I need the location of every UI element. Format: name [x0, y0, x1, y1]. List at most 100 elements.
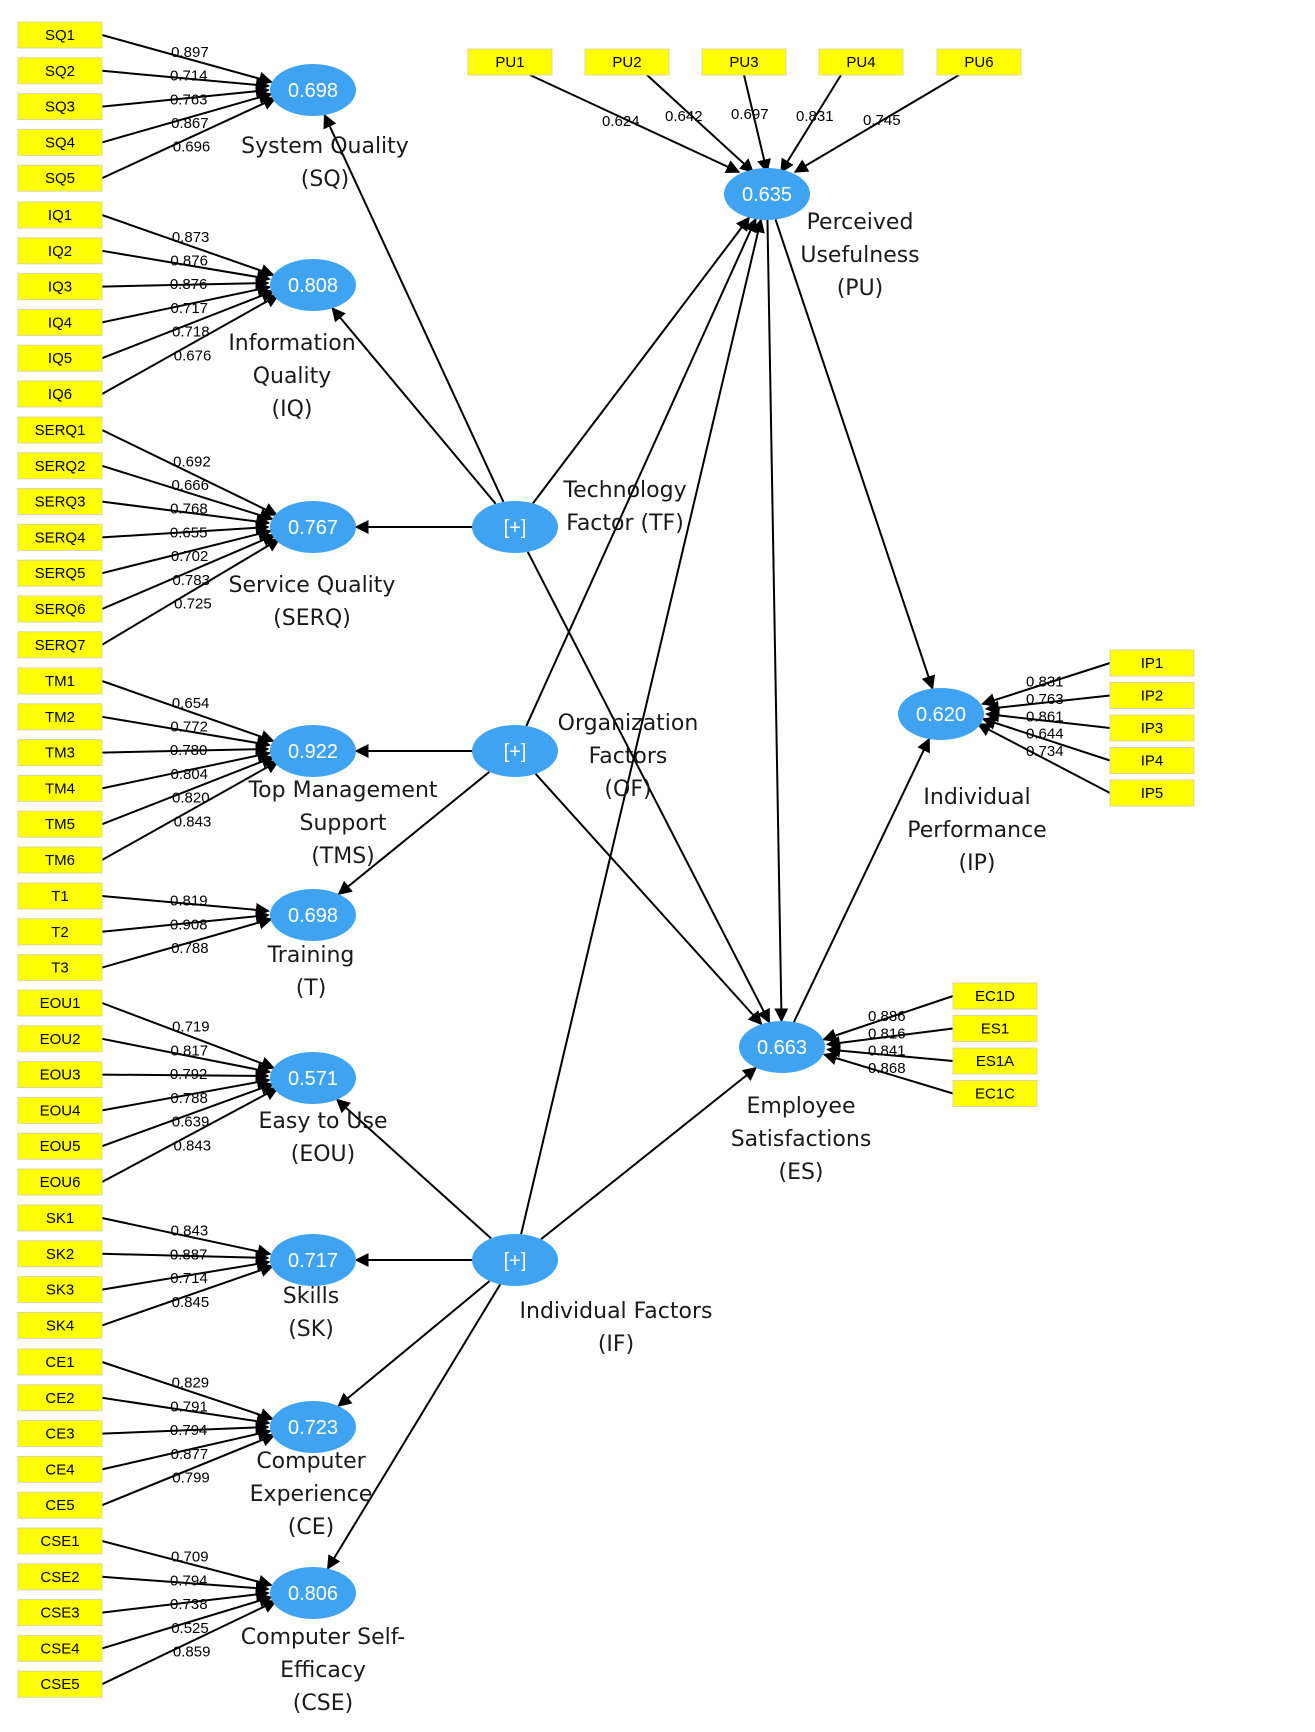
loading-value: 0.868	[868, 1060, 906, 1077]
loading-arrow-sq3	[101, 84, 270, 108]
indicator-label: EOU3	[40, 1067, 81, 1084]
loading-arrow-tm1	[101, 680, 275, 744]
latent-label-line: Perceived	[807, 210, 914, 235]
loading-arrow-serq1	[101, 429, 279, 516]
loading-value: 0.859	[173, 1644, 211, 1661]
indicator-label: T3	[51, 960, 69, 977]
latent-value: [+]	[504, 1250, 527, 1272]
loading-arrow-eou1	[101, 1002, 276, 1071]
loading-arrow-iq3	[101, 276, 270, 291]
loading-value: 0.719	[172, 1019, 210, 1036]
indicator-label: IQ5	[48, 350, 72, 367]
indicator-label: SK3	[46, 1282, 74, 1299]
indicator-eou5: EOU5	[17, 1132, 103, 1160]
indicator-sk1: SK1	[17, 1204, 103, 1232]
latent-node	[739, 1021, 825, 1073]
loading-value: 0.791	[170, 1398, 208, 1415]
loading-arrow-eou6	[101, 1087, 279, 1183]
latent-value: 0.717	[288, 1250, 338, 1272]
latent-label-line: Efficacy	[280, 1658, 366, 1683]
latent-value: [+]	[504, 741, 527, 763]
indicator-t2: T2	[17, 918, 103, 946]
loading-value: 0.655	[170, 524, 208, 541]
loading-arrow-sk1	[101, 1217, 272, 1259]
loading-arrow-iq5	[101, 289, 276, 360]
loading-arrow-cse4	[101, 1593, 273, 1650]
indicator-label: TM2	[45, 709, 75, 726]
indicator-t1: T1	[17, 882, 103, 910]
indicator-tm6: TM6	[17, 846, 103, 874]
indicator-sq5: SQ5	[17, 164, 103, 192]
loading-arrow-ec1c	[822, 1051, 954, 1095]
indicator-label: CE5	[45, 1497, 74, 1514]
loading-value: 0.845	[172, 1294, 210, 1311]
loading-value: 0.877	[171, 1446, 209, 1463]
indicator-eou3: EOU3	[17, 1061, 103, 1089]
indicator-tm3: TM3	[17, 739, 103, 767]
loading-value: 0.908	[170, 916, 208, 933]
latent-value: [+]	[504, 517, 527, 539]
indicator-label: ES1A	[976, 1053, 1014, 1070]
indicator-iq6: IQ6	[17, 380, 103, 408]
loading-value: 0.772	[170, 719, 208, 736]
loading-value: 0.873	[172, 229, 210, 246]
latent-label-line: (T)	[296, 976, 327, 1001]
loading-value: 0.718	[172, 324, 210, 341]
latent-label-line: Training	[267, 943, 355, 968]
indicator-pu2: PU2	[584, 48, 670, 76]
indicator-serq6: SERQ6	[17, 595, 103, 623]
loading-value: 0.697	[731, 106, 769, 123]
latent-label-line: Factors	[589, 744, 668, 769]
loading-value: 0.788	[171, 940, 209, 957]
latent-label-line: Technology	[562, 478, 686, 503]
path-if-to-es	[540, 1066, 758, 1241]
loading-value: 0.676	[174, 347, 212, 364]
indicator-es1a: ES1A	[952, 1047, 1038, 1075]
indicator-ce1: CE1	[17, 1348, 103, 1376]
loading-arrow-ip3	[985, 708, 1111, 729]
latent-label-line: (EOU)	[291, 1142, 356, 1167]
latent-value: 0.663	[757, 1037, 807, 1059]
indicator-ce2: CE2	[17, 1384, 103, 1412]
indicator-label: IP2	[1141, 688, 1164, 705]
indicator-label: IP5	[1141, 785, 1164, 802]
indicator-cse3: CSE3	[17, 1599, 103, 1627]
loading-arrow-serq2	[101, 464, 274, 522]
latent-label-line: (SQ)	[301, 167, 349, 192]
latent-label-line: Experience	[250, 1482, 373, 1507]
loading-value: 0.624	[602, 113, 640, 130]
latent-label-line: (SK)	[288, 1317, 334, 1342]
loading-value: 0.843	[171, 1223, 209, 1240]
indicator-label: EC1D	[975, 988, 1015, 1005]
indicator-label: CSE5	[40, 1676, 79, 1693]
loading-value: 0.642	[665, 108, 703, 125]
indicator-label: CSE2	[40, 1569, 79, 1586]
indicator-label: SQ4	[45, 134, 75, 151]
latent-node	[270, 1234, 356, 1286]
loading-value: 0.794	[170, 1572, 208, 1589]
loading-arrow-t1	[101, 895, 270, 917]
indicator-pu4: PU4	[818, 48, 904, 76]
path-pu-to-ip	[774, 219, 936, 690]
latent-label-line: (PU)	[837, 276, 884, 301]
latent-node	[270, 1052, 356, 1104]
path-pu-to-es	[766, 219, 789, 1023]
loading-value: 0.654	[172, 695, 210, 712]
indicator-label: SQ1	[45, 27, 75, 44]
loading-value: 0.738	[170, 1596, 208, 1613]
indicator-label: SK4	[46, 1317, 74, 1334]
loading-arrow-cse2	[101, 1575, 270, 1596]
loading-value: 0.763	[170, 91, 208, 108]
indicator-serq5: SERQ5	[17, 559, 103, 587]
latent-label-line: (OF)	[604, 777, 651, 802]
indicator-tm2: TM2	[17, 703, 103, 731]
loading-value: 0.780	[170, 742, 208, 759]
indicator-tm4: TM4	[17, 774, 103, 802]
indicator-iq3: IQ3	[17, 273, 103, 301]
indicator-label: SERQ1	[35, 422, 86, 439]
